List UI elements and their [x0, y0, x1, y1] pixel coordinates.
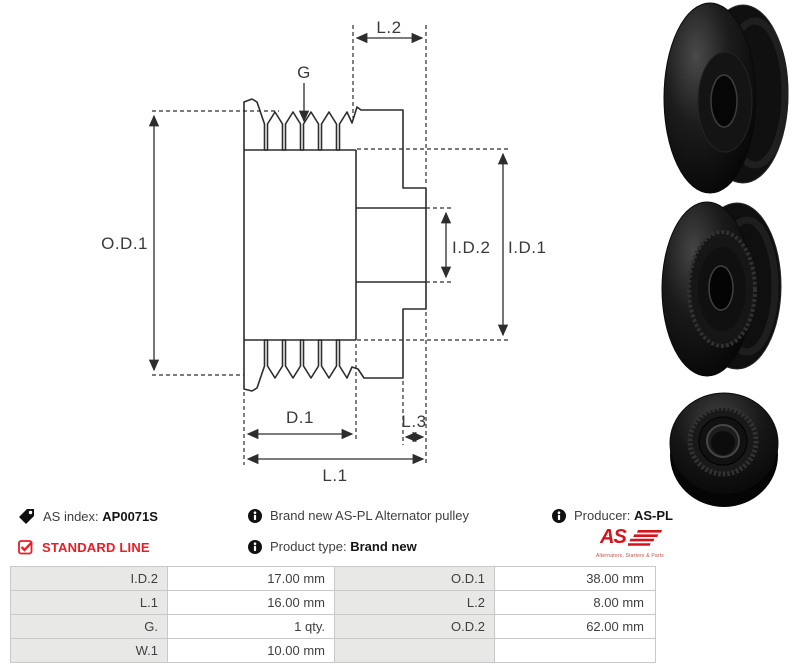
aspl-logo-text: AS — [600, 526, 627, 548]
spec-value: 8.00 mm — [494, 591, 653, 614]
aspl-logo: AS Alternators, Starters & Parts — [592, 526, 668, 559]
spec-label — [334, 639, 494, 662]
dim-label-g: G — [297, 63, 311, 82]
dim-label-l2: L.2 — [376, 18, 401, 37]
dimension-arrows — [148, 32, 509, 465]
dim-label-id2: I.D.2 — [452, 238, 490, 257]
product-type-text: Product type: Brand new — [270, 539, 417, 554]
product-type-value: Brand new — [350, 539, 417, 554]
product-type-label: Product type: — [270, 539, 347, 554]
aspl-logo-subtext: Alternators, Starters & Parts — [595, 553, 665, 559]
dim-label-od1: O.D.1 — [101, 234, 148, 253]
product-photo-angled-front[interactable] — [633, 0, 800, 200]
spec-value: 16.00 mm — [167, 591, 334, 614]
spec-label: O.D.2 — [334, 615, 494, 638]
info-icon — [248, 508, 262, 523]
producer-text: Producer: AS-PL — [574, 508, 673, 523]
aspl-logo-mark: AS — [592, 526, 668, 550]
spec-label: I.D.2 — [11, 567, 167, 590]
description-item: Brand new AS-PL Alternator pulley — [248, 508, 469, 523]
spec-label: G. — [11, 615, 167, 638]
spec-label: W.1 — [11, 639, 167, 662]
spec-value: 38.00 mm — [494, 567, 653, 590]
spec-value: 62.00 mm — [494, 615, 653, 638]
product-photo-angled-back[interactable] — [633, 200, 800, 385]
checkbox-icon — [18, 540, 33, 555]
producer-label: Producer: — [574, 508, 631, 523]
as-index-label: AS index: — [43, 509, 99, 524]
dim-label-d1: D.1 — [286, 408, 314, 427]
producer-value: AS-PL — [634, 508, 673, 523]
as-index-text: AS index: AP0071S — [43, 509, 158, 524]
producer-item: Producer: AS-PL — [552, 508, 673, 523]
spec-value: 1 qty. — [167, 615, 334, 638]
pulley-outline — [243, 98, 427, 392]
info-icon — [248, 539, 262, 554]
spec-label: L.1 — [11, 591, 167, 614]
tag-icon — [19, 509, 34, 524]
pulley-section-lines — [244, 149, 426, 341]
product-photo-front-view[interactable] — [640, 385, 800, 520]
as-index-value: AP0071S — [102, 509, 158, 524]
spec-value — [494, 639, 653, 662]
standard-line-item: STANDARD LINE — [18, 539, 150, 555]
pulley-cross-section-drawing: L.2 G O.D.1 I.D.2 I.D.1 D.1 L.3 L.1 — [101, 18, 546, 485]
table-row: W.1 10.00 mm — [11, 639, 655, 662]
spec-value: 17.00 mm — [167, 567, 334, 590]
dim-label-l1: L.1 — [322, 466, 347, 485]
dim-label-id1: I.D.1 — [508, 238, 546, 257]
table-row: L.1 16.00 mm L.2 8.00 mm — [11, 591, 655, 615]
info-icon — [552, 508, 566, 523]
spec-label: L.2 — [334, 591, 494, 614]
spec-table: I.D.2 17.00 mm O.D.1 38.00 mm L.1 16.00 … — [10, 566, 656, 663]
table-row: G. 1 qty. O.D.2 62.00 mm — [11, 615, 655, 639]
table-row: I.D.2 17.00 mm O.D.1 38.00 mm — [11, 567, 655, 591]
product-type-item: Product type: Brand new — [248, 539, 417, 554]
description-text: Brand new AS-PL Alternator pulley — [270, 508, 469, 523]
dim-label-l3: L.3 — [401, 412, 426, 431]
spec-label: O.D.1 — [334, 567, 494, 590]
as-index-item: AS index: AP0071S — [18, 508, 158, 525]
standard-line-label: STANDARD LINE — [42, 539, 150, 555]
extension-lines — [152, 25, 508, 465]
spec-value: 10.00 mm — [167, 639, 334, 662]
aspl-logo-stripes-icon — [628, 530, 662, 546]
